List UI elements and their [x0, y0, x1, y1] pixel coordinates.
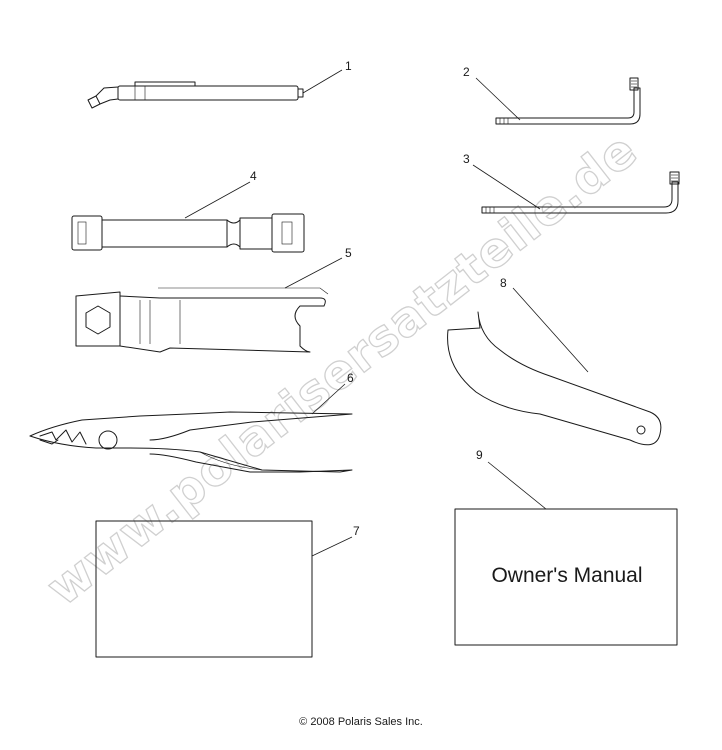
- callout-5: 5: [345, 246, 352, 260]
- callout-9: 9: [476, 448, 483, 462]
- spark-plug-wrench-icon: [71, 213, 305, 253]
- callout-3: 3: [463, 152, 470, 166]
- callout-1: 1: [345, 59, 352, 73]
- callout-7: 7: [353, 524, 360, 538]
- watermark-text: www.polarisersatzteile.de: [36, 122, 647, 617]
- callout-leader-1: [302, 69, 343, 94]
- callout-8: 8: [500, 276, 507, 290]
- hex-key-small-icon: [495, 77, 641, 125]
- copyright-notice: © 2008 Polaris Sales Inc.: [299, 716, 423, 728]
- callout-leader-6: [311, 383, 346, 415]
- callout-leader-3: [472, 164, 541, 210]
- callout-leader-4: [184, 181, 251, 219]
- callout-leader-2: [475, 77, 521, 121]
- owners-manual-icon: Owner's Manual: [454, 508, 678, 646]
- hex-key-large-icon: [481, 171, 680, 214]
- callout-leader-8: [512, 287, 589, 373]
- spanner-wrench-icon: [447, 311, 662, 446]
- callout-leader-9: [487, 461, 547, 510]
- callout-leader-5: [284, 257, 343, 289]
- callout-4: 4: [250, 169, 257, 183]
- open-end-wrench-icon: [75, 287, 329, 353]
- callout-2: 2: [463, 65, 470, 79]
- callout-6: 6: [347, 371, 354, 385]
- tire-gauge-icon: [87, 81, 304, 109]
- owners-manual-label: Owner's Manual: [491, 564, 642, 587]
- callout-leader-7: [311, 536, 353, 557]
- pliers-icon: [29, 411, 353, 473]
- tool-bag-icon: [95, 520, 313, 658]
